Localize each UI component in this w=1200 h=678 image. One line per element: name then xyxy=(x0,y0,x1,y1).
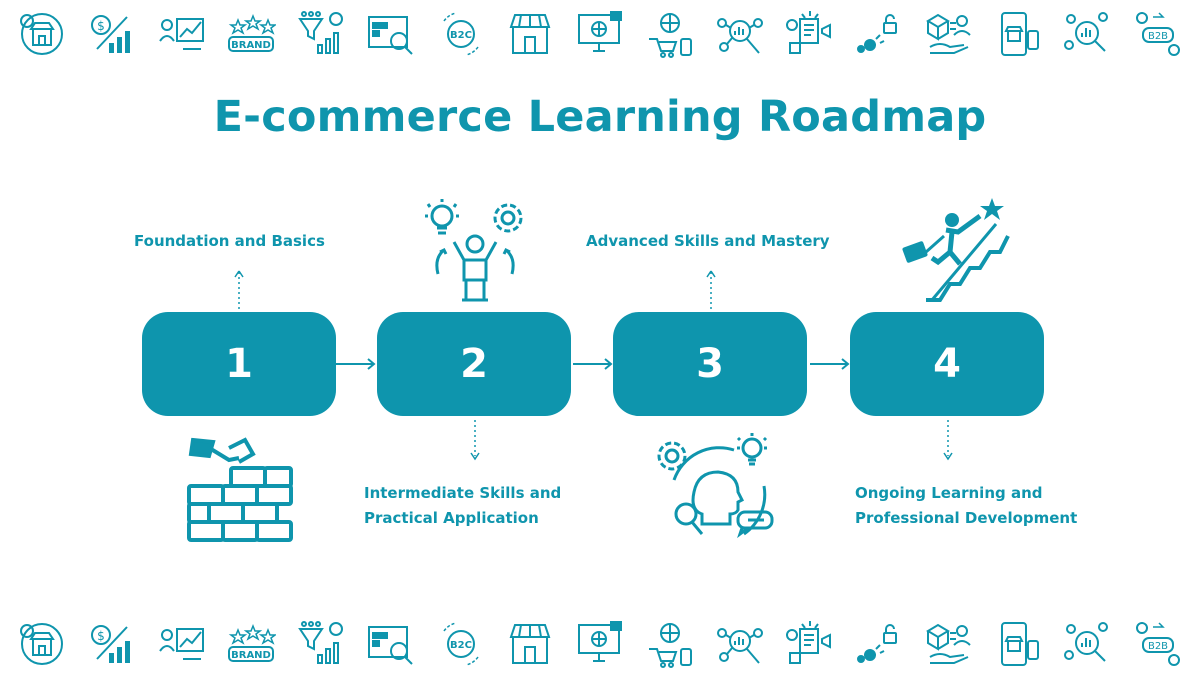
payment-security-icon xyxy=(853,8,905,60)
b2c-icon: B2C xyxy=(435,8,487,60)
brick-wall-icon xyxy=(183,434,295,546)
shop-chat-icon xyxy=(16,618,68,670)
svg-text:BRAND: BRAND xyxy=(231,650,271,661)
page-title: E-commerce Learning Roadmap xyxy=(213,92,987,142)
step-4-label: Ongoing Learning and Professional Develo… xyxy=(855,481,1077,531)
global-delivery-icon xyxy=(644,8,696,60)
svg-text:B2C: B2C xyxy=(450,30,472,41)
content-marketing-icon xyxy=(783,618,835,670)
step-2-box: 2 xyxy=(377,312,571,416)
content-marketing-icon xyxy=(783,8,835,60)
brand-stars-icon: BRAND xyxy=(225,8,277,60)
step-4-label-line: Professional Development xyxy=(855,509,1078,527)
step-1-box: 1 xyxy=(142,312,336,416)
dashboard-search-icon xyxy=(365,618,417,670)
dollar-growth-icon: $ xyxy=(86,8,138,60)
climbing-stairs-icon xyxy=(896,192,1016,304)
step-3-number: 3 xyxy=(696,341,724,387)
bottom-icon-strip: $ BRAND B2C B2B xyxy=(0,610,1200,678)
step-3-connector xyxy=(706,268,716,312)
presenter-chart-icon xyxy=(156,8,208,60)
step-1-label-line: Foundation and Basics xyxy=(134,232,325,250)
mobile-store-icon xyxy=(993,618,1045,670)
svg-text:$: $ xyxy=(97,19,105,33)
step-2-label-line: Practical Application xyxy=(364,509,539,527)
analytics-network-icon xyxy=(714,618,766,670)
package-exchange-icon xyxy=(923,8,975,60)
mobile-store-icon xyxy=(993,8,1045,60)
data-search-icon xyxy=(1062,618,1114,670)
funnel-chart-icon xyxy=(295,8,347,60)
dashboard-search-icon xyxy=(365,8,417,60)
step-3-box: 3 xyxy=(613,312,807,416)
step-2-number: 2 xyxy=(460,341,488,387)
shop-chat-icon xyxy=(16,8,68,60)
step-2-label-line: Intermediate Skills and xyxy=(364,484,562,502)
dollar-growth-icon: $ xyxy=(86,618,138,670)
storefront-icon xyxy=(504,618,556,670)
b2b-icon: B2B xyxy=(1132,8,1184,60)
step-4-connector xyxy=(943,418,953,462)
step-1-number: 1 xyxy=(225,341,253,387)
step-1-connector xyxy=(234,268,244,312)
step-4-box: 4 xyxy=(850,312,1044,416)
head-thinking-icon xyxy=(652,430,782,550)
data-search-icon xyxy=(1062,8,1114,60)
analytics-network-icon xyxy=(714,8,766,60)
step-3-label-line: Advanced Skills and Mastery xyxy=(586,232,830,250)
b2b-icon: B2B xyxy=(1132,618,1184,670)
b2c-icon: B2C xyxy=(435,618,487,670)
svg-text:BRAND: BRAND xyxy=(231,40,271,51)
storefront-icon xyxy=(504,8,556,60)
step-2-label: Intermediate Skills and Practical Applic… xyxy=(364,481,561,531)
global-delivery-icon xyxy=(644,618,696,670)
package-exchange-icon xyxy=(923,618,975,670)
svg-text:$: $ xyxy=(97,629,105,643)
svg-text:B2B: B2B xyxy=(1148,31,1168,42)
arrow-3-4 xyxy=(810,357,850,371)
presenter-chart-icon xyxy=(156,618,208,670)
payment-security-icon xyxy=(853,618,905,670)
arrow-1-2 xyxy=(336,357,376,371)
top-icon-strip: $ BRAND B2C B2B xyxy=(0,0,1200,68)
funnel-chart-icon xyxy=(295,618,347,670)
step-4-label-line: Ongoing Learning and xyxy=(855,484,1043,502)
arrow-2-3 xyxy=(573,357,613,371)
step-1-label: Foundation and Basics xyxy=(134,229,325,254)
person-ideas-icon xyxy=(420,196,532,304)
step-3-label: Advanced Skills and Mastery xyxy=(586,229,830,254)
brand-stars-icon: BRAND xyxy=(225,618,277,670)
svg-text:B2B: B2B xyxy=(1148,641,1168,652)
step-2-connector xyxy=(470,418,480,462)
svg-text:B2C: B2C xyxy=(450,640,472,651)
online-shop-icon xyxy=(574,8,626,60)
step-4-number: 4 xyxy=(933,341,961,387)
online-shop-icon xyxy=(574,618,626,670)
